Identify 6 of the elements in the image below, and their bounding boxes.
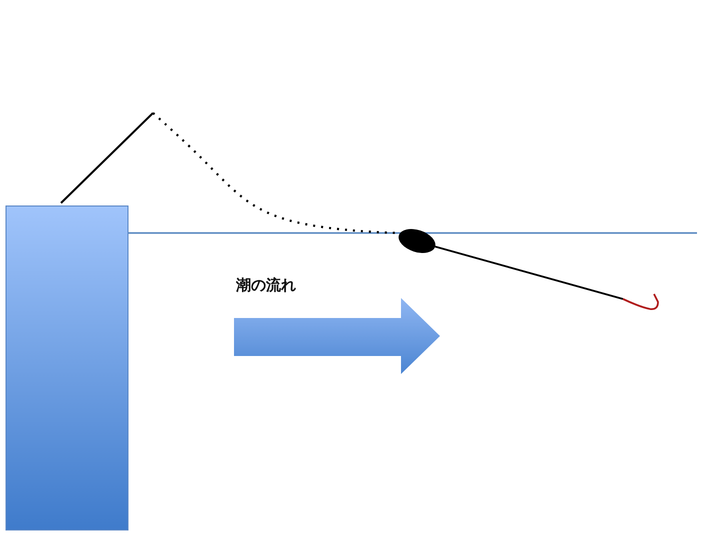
fishing-rod bbox=[60, 112, 154, 204]
current-label: 潮の流れ bbox=[236, 276, 296, 294]
fishing-line bbox=[432, 245, 624, 300]
hook-icon bbox=[622, 294, 659, 310]
pier-block bbox=[6, 206, 128, 530]
float-icon bbox=[398, 229, 436, 253]
